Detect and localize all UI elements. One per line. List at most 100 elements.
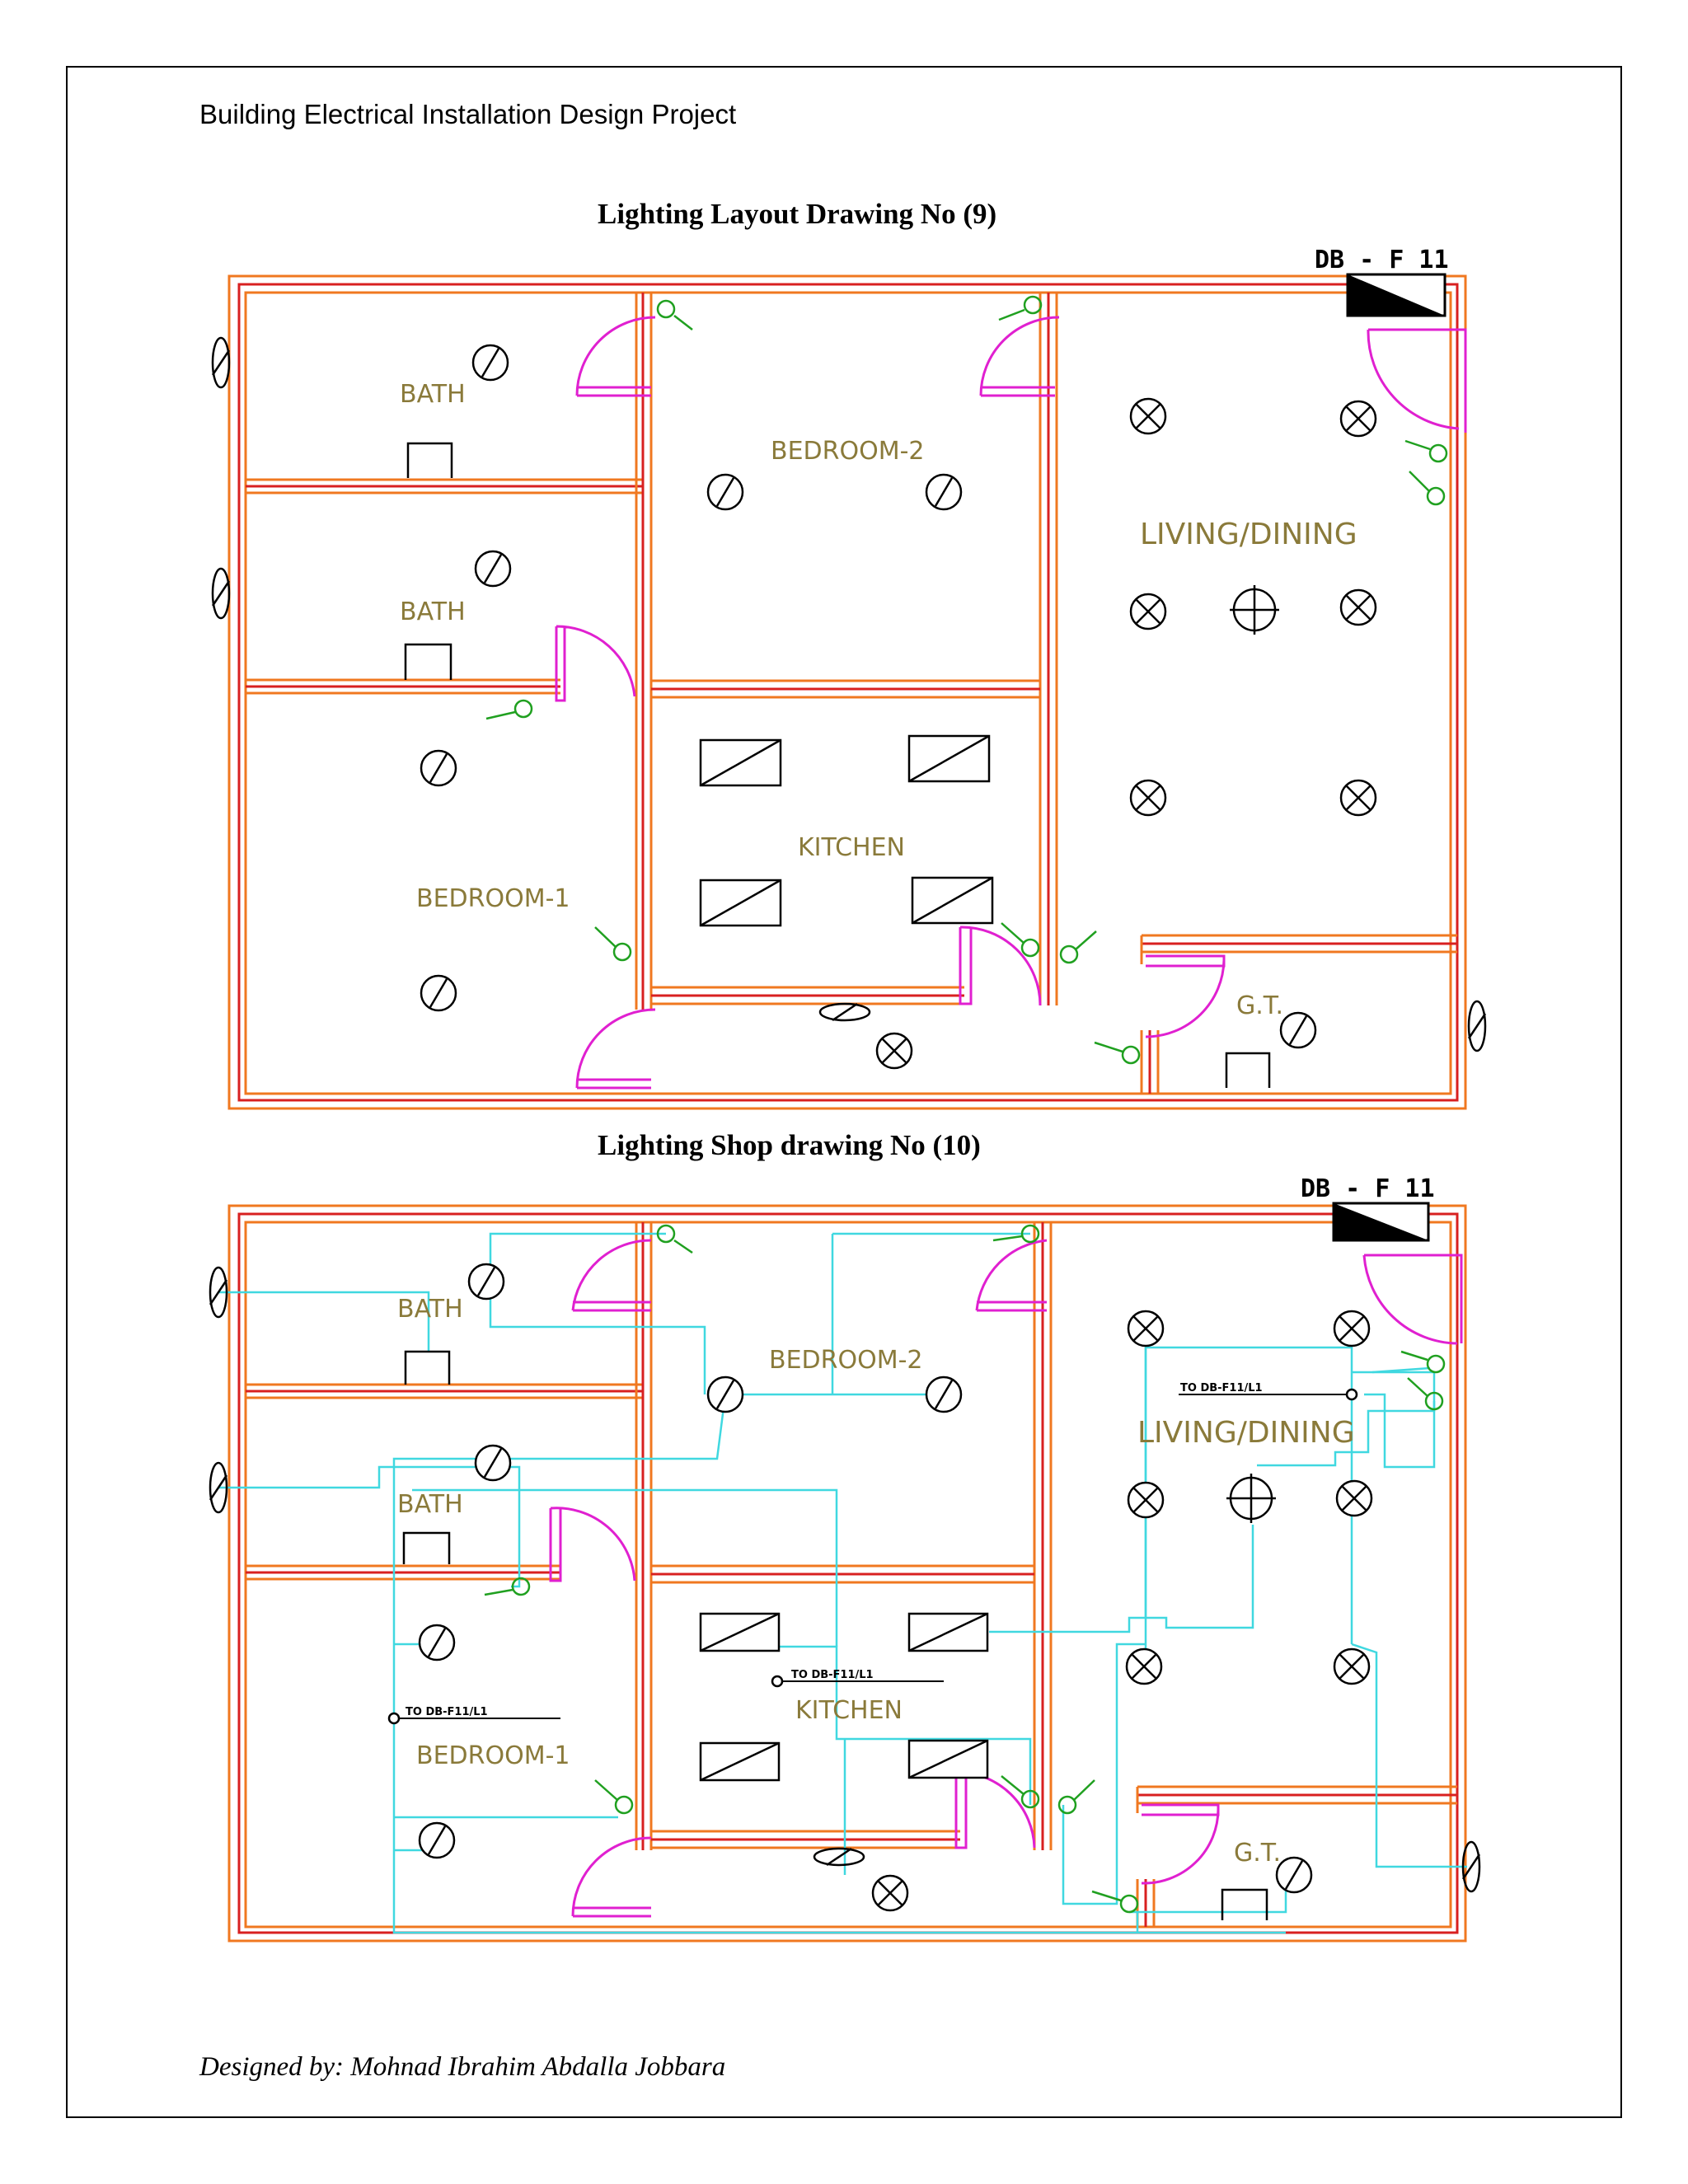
- exhaust-fan-icon: [813, 1847, 865, 1867]
- room-label-bath-1: BATH: [397, 1295, 463, 1324]
- ceiling-light-icon: [706, 1376, 744, 1413]
- outer-wall: [227, 1204, 1467, 1943]
- wall-gt: [1136, 1785, 1457, 1927]
- ceiling-light-icon: [1279, 1011, 1317, 1049]
- door-kitchen: [954, 1770, 1036, 1849]
- ceiling-light-icon: [471, 344, 509, 382]
- chandelier-icon: [1230, 585, 1279, 635]
- feeder-label-kitchen: TO DB-F11/L1: [791, 1669, 874, 1681]
- downlight-icon: [1339, 400, 1377, 438]
- outer-wall-inner-line: [237, 283, 1459, 1102]
- room-label-bath-2: BATH: [400, 598, 466, 626]
- mirror-light-icon: [404, 1350, 451, 1385]
- room-label-gt: G.T.: [1236, 991, 1283, 1020]
- fluorescent-light-icon: [699, 879, 782, 927]
- db-label: DB - F 11: [1301, 1174, 1435, 1203]
- exhaust-fan-icon: [211, 336, 231, 389]
- room-label-bath-2: BATH: [397, 1490, 463, 1519]
- fluorescent-light-icon: [699, 1612, 781, 1652]
- light-switch-icon: [1404, 439, 1448, 463]
- wall-bedroom2-kitchen: [651, 679, 1040, 699]
- light-switch-icon: [992, 1224, 1040, 1244]
- exhaust-fan-icon: [1461, 1840, 1481, 1893]
- downlight-icon: [1129, 593, 1167, 630]
- room-label-bath-1: BATH: [400, 380, 466, 409]
- distribution-board: [1332, 1202, 1430, 1242]
- door-entrance: [1362, 1254, 1463, 1345]
- downlight-icon: [1333, 1310, 1371, 1347]
- light-switch-icon: [594, 926, 632, 962]
- ceiling-light-icon: [925, 1376, 963, 1413]
- light-switch-icon: [485, 699, 533, 720]
- wall-bath-partition: [246, 478, 643, 494]
- light-switch-icon: [1001, 1775, 1040, 1809]
- door-bedroom2-right: [975, 1239, 1048, 1312]
- downlight-icon: [1333, 1647, 1371, 1685]
- fluorescent-light-icon: [699, 738, 782, 787]
- light-switch-icon: [656, 1224, 693, 1254]
- ceiling-light-icon: [467, 1263, 505, 1301]
- ceiling-light-icon: [420, 749, 457, 787]
- downlight-icon: [1127, 1481, 1165, 1519]
- room-label-bedroom-1: BEDROOM-1: [416, 884, 570, 913]
- ceiling-light-icon: [420, 974, 457, 1012]
- feeder-point-icon: [387, 1388, 1358, 1725]
- ceiling-light-icon: [418, 1624, 456, 1661]
- fluorescent-light-icon: [699, 1741, 781, 1782]
- light-switch-icon: [484, 1577, 531, 1596]
- downlight-icon: [1335, 1479, 1373, 1517]
- door-entrance: [1367, 328, 1467, 433]
- feeder-label-living: TO DB-F11/L1: [1180, 1382, 1263, 1394]
- room-label-bedroom-1: BEDROOM-1: [416, 1741, 570, 1770]
- light-switch-icon: [1057, 1779, 1095, 1815]
- wall-bath-bedroom1: [246, 1564, 560, 1581]
- ceiling-light-icon: [706, 473, 744, 511]
- ceiling-light-icon: [925, 473, 963, 511]
- light-switch-icon: [594, 1779, 634, 1815]
- wall-bedroom2-kitchen: [651, 1564, 1034, 1584]
- downlight-icon: [871, 1874, 909, 1912]
- door-bedroom2-right: [979, 316, 1060, 397]
- outer-wall: [227, 274, 1467, 1110]
- room-label-kitchen: KITCHEN: [798, 833, 905, 862]
- mirror-light-icon: [404, 643, 452, 680]
- fluorescent-light-icon: [907, 1739, 989, 1779]
- door-kitchen: [959, 926, 1042, 1006]
- downlight-icon: [875, 1032, 913, 1070]
- light-switch-icon: [1409, 471, 1446, 506]
- downlight-icon: [1339, 779, 1377, 817]
- downlight-icon: [1125, 1647, 1163, 1685]
- door-bedroom1: [555, 625, 636, 702]
- downlight-icon: [1129, 397, 1167, 435]
- db-label: DB - F 11: [1315, 246, 1449, 274]
- door-bedroom2-left: [575, 316, 656, 397]
- wall-kitchen-bottom: [651, 986, 964, 1005]
- page-footer: Designed by: Mohnad Ibrahim Abdalla Jobb…: [199, 2052, 726, 2082]
- wall-bath-bedroom1: [246, 678, 560, 695]
- mirror-light-icon: [402, 1531, 451, 1564]
- light-switch-icon: [1094, 1041, 1141, 1065]
- distribution-board: [1346, 273, 1447, 317]
- chandelier-icon: [1226, 1474, 1276, 1523]
- wall-kitchen-bottom: [651, 1830, 960, 1849]
- door-corridor: [571, 1836, 652, 1918]
- room-label-living-dining: LIVING/DINING: [1140, 518, 1357, 551]
- door-gt: [1141, 1803, 1220, 1885]
- fluorescent-light-icon: [907, 734, 991, 783]
- light-switch-icon: [1407, 1377, 1444, 1411]
- wall-vertical-right: [1039, 293, 1058, 1005]
- wall-bath-partition: [246, 1383, 643, 1399]
- feeder-label-underline: [400, 1394, 1348, 1719]
- room-label-gt: G.T.: [1234, 1839, 1281, 1868]
- layout-drawing-title: Lighting Layout Drawing No (9): [598, 198, 997, 230]
- wall-vertical-right: [1033, 1222, 1053, 1850]
- ceiling-light-icon: [1275, 1856, 1313, 1894]
- ceiling-light-icon: [474, 1444, 512, 1482]
- mirror-light-icon: [406, 442, 453, 478]
- door-gt: [1145, 954, 1226, 1038]
- page-header: Building Electrical Installation Design …: [199, 99, 737, 129]
- room-label-kitchen: KITCHEN: [795, 1696, 903, 1725]
- exhaust-fan-icon: [209, 1266, 228, 1319]
- wiring-circuits: [218, 1232, 1467, 1934]
